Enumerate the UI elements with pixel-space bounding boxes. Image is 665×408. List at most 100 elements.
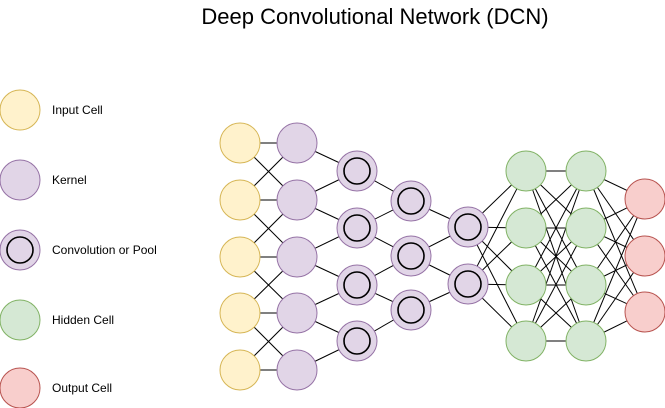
legend-label: Kernel [52, 173, 87, 187]
conv-circle [390, 235, 432, 277]
legend-item-output: Output Cell [0, 367, 112, 408]
kernel-node [276, 179, 318, 221]
kernel-swatch [0, 159, 41, 201]
conv-swatch [0, 229, 41, 271]
output-circle [624, 178, 665, 220]
inner-ring [343, 271, 371, 299]
conv-node [447, 206, 489, 248]
conv-circle [336, 264, 378, 306]
conv-circle [390, 289, 432, 331]
layer-hidden2 [565, 150, 607, 362]
conv-node [336, 150, 378, 192]
output-swatch [0, 367, 41, 408]
input-circle [219, 292, 261, 334]
conv-node [336, 207, 378, 249]
hidden-circle [565, 264, 607, 306]
input-node [219, 292, 261, 334]
connection-line [525, 227, 587, 342]
hidden-node [505, 150, 547, 192]
input-node [219, 236, 261, 278]
conv-node [336, 264, 378, 306]
hidden-node [505, 264, 547, 306]
hidden-circle [565, 150, 607, 192]
input-circle [0, 89, 41, 131]
layer-conv3 [447, 206, 489, 305]
conv-node [390, 235, 432, 277]
hidden-circle [565, 207, 607, 249]
inner-ring [397, 187, 425, 215]
legend-item-hidden: Hidden Cell [0, 299, 114, 341]
input-circle [219, 179, 261, 221]
kernel-circle [0, 159, 41, 201]
conv-node [336, 320, 378, 362]
hidden-circle [0, 299, 41, 341]
layer-input [219, 122, 261, 391]
output-node [624, 178, 665, 220]
conv-node [390, 289, 432, 331]
inner-ring [454, 213, 482, 241]
inner-ring [343, 327, 371, 355]
input-circle [219, 122, 261, 164]
layer-conv2 [390, 180, 432, 331]
inner-ring [397, 242, 425, 270]
conv-node [390, 180, 432, 222]
inner-ring [397, 296, 425, 324]
hidden-circle [505, 150, 547, 192]
inner-ring [454, 270, 482, 298]
legend-label: Output Cell [52, 381, 112, 395]
kernel-circle [276, 349, 318, 391]
inner-ring [343, 157, 371, 185]
input-circle [219, 349, 261, 391]
conv-node [447, 263, 489, 305]
legend-item-kernel: Kernel [0, 159, 87, 201]
kernel-node [276, 292, 318, 334]
legend-item-input: Input Cell [0, 89, 103, 131]
hidden-node [505, 207, 547, 249]
network-nodes [219, 122, 665, 391]
output-circle [624, 291, 665, 333]
conv-circle [447, 206, 489, 248]
kernel-node [276, 349, 318, 391]
legend-label: Convolution or Pool [52, 243, 157, 257]
kernel-circle [276, 122, 318, 164]
hidden-node [565, 150, 607, 192]
kernel-circle [276, 179, 318, 221]
conv-circle [336, 320, 378, 362]
hidden-circle [505, 320, 547, 362]
layer-kernel [276, 122, 318, 391]
layer-hidden1 [505, 150, 547, 362]
conv-circle [390, 180, 432, 222]
inner-ring [343, 214, 371, 242]
conv-circle [447, 263, 489, 305]
hidden-circle [505, 264, 547, 306]
input-swatch [0, 89, 41, 131]
diagram-title: Deep Convolutional Network (DCN) [201, 4, 549, 29]
output-circle [624, 235, 665, 277]
layer-conv1 [336, 150, 378, 362]
connection-line [467, 170, 527, 285]
kernel-circle [276, 236, 318, 278]
conv-circle [0, 229, 41, 271]
hidden-circle [565, 320, 607, 362]
conv-circle [336, 207, 378, 249]
hidden-node [565, 207, 607, 249]
connection-line [585, 198, 646, 342]
legend-item-conv: Convolution or Pool [0, 229, 157, 271]
hidden-node [505, 320, 547, 362]
conv-circle [336, 150, 378, 192]
input-circle [219, 236, 261, 278]
inner-ring [6, 236, 34, 264]
input-node [219, 122, 261, 164]
kernel-circle [276, 292, 318, 334]
connection-line [525, 170, 587, 286]
connection-line [525, 170, 587, 342]
hidden-node [565, 264, 607, 306]
input-node [219, 349, 261, 391]
input-node [219, 179, 261, 221]
kernel-node [276, 236, 318, 278]
hidden-node [565, 320, 607, 362]
output-node [624, 291, 665, 333]
output-circle [0, 367, 41, 408]
